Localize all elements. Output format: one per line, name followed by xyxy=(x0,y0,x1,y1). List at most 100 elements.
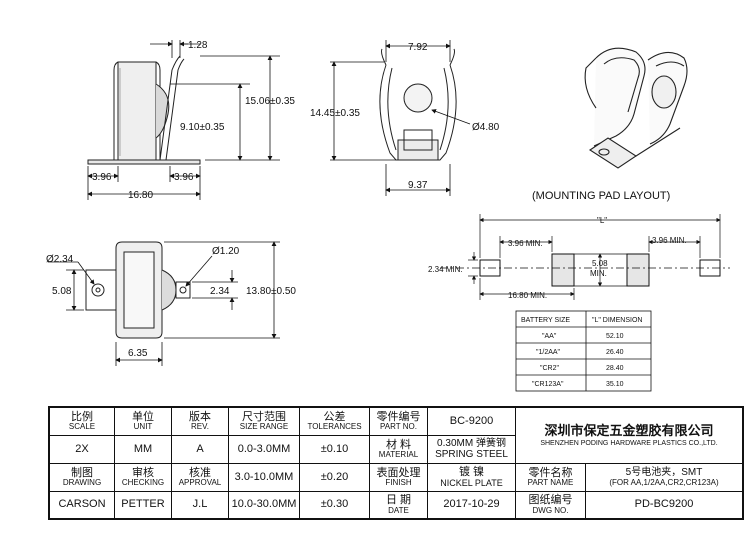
battery-row-aa: "AA" xyxy=(542,333,557,340)
size-range-3: 10.0-30.0MM xyxy=(229,492,300,518)
part-no-label-zh: 零件编号 xyxy=(376,410,421,423)
technical-drawing: 1.28 15.06±0.35 9.10±0.35 3.96 3.96 16.8… xyxy=(46,40,730,392)
unit-header: 单位 UNIT xyxy=(115,408,172,436)
battery-row-cr2: "CR2" xyxy=(540,365,559,372)
part-name-label-en: PART NAME xyxy=(527,478,574,488)
tolerance-3: ±0.30 xyxy=(300,492,370,518)
finish-zh: 镀 镍 xyxy=(458,466,485,478)
battery-row-cr123a: "CR123A" xyxy=(532,381,564,388)
drawing-label-zh: 制图 xyxy=(71,466,93,479)
dim-end-height: 14.45±0.35 xyxy=(310,108,360,119)
side-view-dimensions xyxy=(87,40,280,200)
date-label: 日 期 DATE xyxy=(370,492,428,518)
part-no-text: BC-9200 xyxy=(449,414,494,427)
size-range-2-text: 3.0-10.0MM xyxy=(234,470,294,483)
drawer-name-text: CARSON xyxy=(58,498,106,511)
checking-label-en: CHECKING xyxy=(121,478,165,488)
unit-value: MM xyxy=(115,436,172,464)
company-name: 深圳市保定五金塑胶有限公司 SHENZHEN PODING HARDWARE P… xyxy=(516,408,742,464)
size-range-1: 0.0-3.0MM xyxy=(229,436,300,464)
drawer-name: CARSON xyxy=(50,492,115,518)
dim-total-height: 15.06±0.35 xyxy=(245,96,295,107)
scale-header-zh: 比例 xyxy=(71,410,93,423)
tolerances-header-zh: 公差 xyxy=(323,410,346,423)
scale-header: 比例 SCALE xyxy=(50,408,115,436)
size-range-3-text: 10.0-30.0MM xyxy=(231,498,297,511)
finish-label-zh: 表面处理 xyxy=(376,466,421,479)
battery-row-aa-dim: 52.10 xyxy=(606,333,624,340)
battery-row-halfaa-dim: 26.40 xyxy=(606,349,624,356)
approver-name-text: J.L xyxy=(192,498,208,511)
top-view xyxy=(85,241,191,339)
pad-dim-L: "L" xyxy=(597,216,607,225)
pad-dim-min-left: 3.96 MIN. xyxy=(508,239,543,248)
approval-label-en: APPROVAL xyxy=(178,478,222,488)
scale-header-en: SCALE xyxy=(68,422,96,432)
date-text: 2017-10-29 xyxy=(443,498,500,511)
part-name-label-zh: 零件名称 xyxy=(528,466,573,479)
tolerance-1-text: ±0.10 xyxy=(320,442,349,455)
tolerance-3-text: ±0.30 xyxy=(320,498,349,511)
checker-name: PETTER xyxy=(115,492,172,518)
top-view-dimensions xyxy=(48,241,280,366)
checking-label: 审核 CHECKING xyxy=(115,464,172,492)
pad-dim-center-suffix: MIN. xyxy=(590,269,607,278)
battery-table xyxy=(515,310,652,392)
part-name-value: 5号电池夹，SMT (FOR AA,1/2AA,CR2,CR123A) xyxy=(586,464,742,492)
rev-value: A xyxy=(172,436,229,464)
battery-table-header-size: BATTERY SIZE xyxy=(521,317,570,324)
date-label-en: DATE xyxy=(388,505,409,515)
checking-label-zh: 审核 xyxy=(132,466,154,479)
approver-name: J.L xyxy=(172,492,229,518)
approval-label: 核准 APPROVAL xyxy=(172,464,229,492)
side-view xyxy=(87,55,201,165)
rev-header-zh: 版本 xyxy=(189,410,211,423)
part-no-value: BC-9200 xyxy=(428,408,516,436)
drawing-label: 制图 DRAWING xyxy=(50,464,115,492)
end-view-dimensions xyxy=(330,40,471,196)
part-name-label: 零件名称 PART NAME xyxy=(516,464,586,492)
battery-row-halfaa: "1/2AA" xyxy=(536,349,561,356)
tolerances-header-en: TOLERANCES xyxy=(307,422,362,432)
dwg-no-label-en: DWG NO. xyxy=(532,505,569,515)
dwg-no-text: PD-BC9200 xyxy=(634,498,694,511)
dwg-no-label-zh: 图纸编号 xyxy=(528,494,573,507)
unit-header-zh: 单位 xyxy=(132,410,154,423)
battery-row-cr2-dim: 28.40 xyxy=(606,365,624,372)
tolerance-2-text: ±0.20 xyxy=(320,470,349,483)
dim-base-width: 9.37 xyxy=(408,180,428,191)
tolerance-1: ±0.10 xyxy=(300,436,370,464)
company-name-en: SHENZHEN PODING HARDWARE PLASTICS CO.,LT… xyxy=(540,439,718,447)
dwg-no-value: PD-BC9200 xyxy=(586,492,742,518)
material-label-en: MATERIAL xyxy=(378,450,419,460)
dim-right-pad: 3.96 xyxy=(174,172,194,183)
size-range-1-text: 0.0-3.0MM xyxy=(237,442,291,455)
pad-dim-height: 2.34 MIN. xyxy=(428,265,463,274)
rev-header: 版本 REV. xyxy=(172,408,229,436)
part-no-label-en: PART NO. xyxy=(380,422,417,432)
isometric-view xyxy=(584,47,688,169)
material-label: 材 料 MATERIAL xyxy=(370,436,428,464)
battery-table-header-dim: "L" DIMENSION xyxy=(592,317,642,324)
drawing-label-en: DRAWING xyxy=(62,478,102,488)
pad-dim-min-right: 3.96 MIN. xyxy=(652,236,687,245)
rev-text: A xyxy=(196,442,204,455)
scale-text: 2X xyxy=(75,442,89,455)
part-name-line2: (FOR AA,1/2AA,CR2,CR123A) xyxy=(609,477,719,487)
material-value: 0.30MM 弹簧钢 SPRING STEEL xyxy=(428,436,516,464)
end-view xyxy=(379,48,457,161)
dim-overall-length: 16.80 xyxy=(128,190,153,201)
size-range-header-en: SIZE RANGE xyxy=(239,422,289,432)
checker-name-text: PETTER xyxy=(121,498,165,511)
tolerances-header: 公差 TOLERANCES xyxy=(300,408,370,436)
pad-dim-center: 5.08 xyxy=(592,259,608,268)
part-name-line1: 5号电池夹，SMT xyxy=(625,467,703,479)
dim-hole: Ø4.80 xyxy=(472,122,500,133)
battery-row-cr123a-dim: 35.10 xyxy=(606,381,624,388)
dwg-no-label: 图纸编号 DWG NO. xyxy=(516,492,586,518)
dim-inner-height: 9.10±0.35 xyxy=(180,122,225,133)
dim-tab-left: 5.08 xyxy=(52,286,72,297)
company-name-zh: 深圳市保定五金塑胶有限公司 xyxy=(544,423,714,438)
material-label-zh: 材 料 xyxy=(385,438,412,451)
finish-label-en: FINISH xyxy=(385,478,412,488)
